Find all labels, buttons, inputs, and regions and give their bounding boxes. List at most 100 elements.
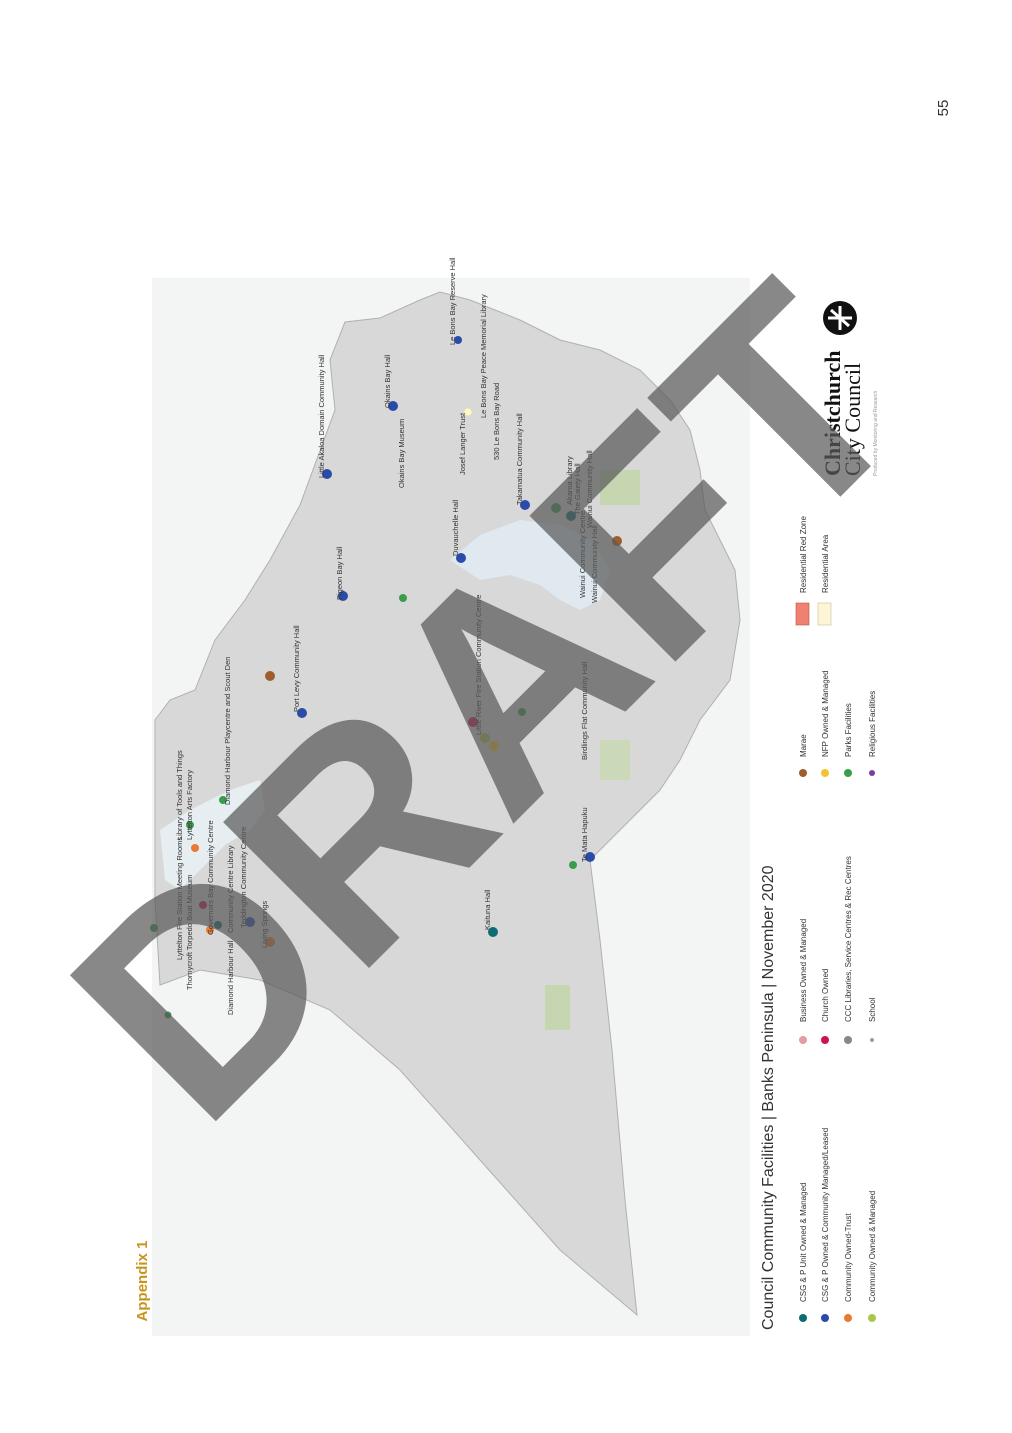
map-label: Little River Fire Station Community Cent… (474, 595, 483, 735)
map-label: Le Bons Bay Peace Memorial Library (479, 294, 488, 418)
map-label: Diamond Harbour Hall (226, 940, 235, 1015)
facility-point (551, 503, 561, 513)
map-label: Diamond Harbour Playcentre and Scout Den (223, 657, 232, 805)
map-label: Pigeon Bay Hall (335, 546, 344, 600)
facility-point (489, 741, 499, 751)
map-label: Duvauchelle Hall (451, 499, 460, 556)
map-labels: Lyttelton Fire Station Meeting Rooms Lib… (175, 257, 599, 1015)
legend-label: Church Owned (821, 969, 830, 1022)
map-label: The Gaiety Hall (573, 463, 582, 515)
facility-point (612, 536, 622, 546)
facility-points (150, 336, 622, 1019)
facility-point (219, 796, 227, 804)
facility-point (199, 901, 207, 909)
facility-point (566, 511, 576, 521)
legend-swatch (844, 769, 852, 777)
facility-point (297, 708, 307, 718)
facility-point (150, 924, 158, 932)
map-label: Josef Langer Trust (458, 412, 467, 475)
legend-label: Business Owned & Managed (799, 919, 808, 1022)
legend-label: CCC Libraries, Service Centres & Rec Cen… (844, 856, 853, 1022)
map-label: Wainui Community Hall (585, 450, 594, 528)
facility-point (520, 500, 530, 510)
map-label: Wainui Community Centre (578, 511, 587, 598)
facility-point (164, 1011, 172, 1019)
map-label: Teddington Community Centre (239, 827, 248, 928)
map-label: Community Centre Library (226, 845, 235, 933)
map-label: Kaituna Hall (483, 889, 492, 930)
legend-label: Parks Facilities (844, 703, 853, 757)
map-label: Birdlings Flat Community Hall (580, 661, 589, 760)
facility-point (388, 401, 398, 411)
legend: CSG & P Unit Owned & Managed CSG & P Own… (795, 516, 877, 1322)
facility-point (338, 591, 348, 601)
map-label: Living Springs (260, 901, 269, 948)
legend-label: Community Owned & Managed (868, 1191, 877, 1302)
facility-point (454, 336, 462, 344)
legend-swatch (821, 769, 829, 777)
map-label: Governors Bay Community Centre (206, 820, 215, 935)
park-area (600, 470, 640, 505)
legend-swatch (821, 1036, 829, 1044)
facility-point (265, 937, 275, 947)
legend-label: School (868, 997, 877, 1022)
map-label: Lyttelton Fire Station Meeting Rooms (175, 837, 184, 960)
legend-label: Residential Red Zone (799, 516, 808, 593)
facility-point (245, 917, 255, 927)
lyttelton-harbour (160, 780, 265, 890)
legend-label: CSG & P Unit Owned & Managed (799, 1183, 808, 1302)
legend-swatch (799, 1314, 807, 1322)
facility-point (456, 553, 466, 563)
map-label: Lyttelton Arts Factory (185, 770, 194, 840)
legend-label: Marae (799, 734, 808, 757)
facility-point (463, 407, 473, 417)
legend-swatch (795, 602, 810, 626)
legend-label: CSG & P Owned & Community Managed/Leased (821, 1128, 830, 1302)
map-label: Port Levy Community Hall (292, 625, 301, 712)
akaroa-harbour (450, 520, 610, 610)
map-label: Te Mata Hapuku (580, 807, 589, 862)
map-label: Le Bons Bay Reserve Hall (448, 257, 457, 345)
facility-point (488, 927, 498, 937)
map-label: Takamatua Community Hall (515, 413, 524, 505)
map-label: Thornycroft Torpedo Boat Museum (185, 875, 194, 990)
facility-point (569, 861, 577, 869)
legend-label: Residential Area (821, 534, 830, 593)
facility-point (186, 821, 194, 829)
logo-emblem-icon (828, 306, 852, 330)
map-label: Wainui Community Hall (590, 525, 599, 603)
logo-line-2: City Council (840, 363, 865, 476)
map-label: Akaroa Library (565, 456, 574, 505)
legend-label: NFP Owned & Managed (821, 670, 830, 757)
map-label: Okains Bay Hall (383, 354, 392, 408)
legend-label: Religious Facilities (868, 691, 877, 757)
facility-point (399, 594, 407, 602)
facility-point (468, 717, 478, 727)
map-label: Little Akaloa Domain Community Hall (317, 354, 326, 478)
map-label: Library of Tools and Things (175, 750, 184, 840)
legend-swatch (799, 769, 807, 777)
legend-swatch (870, 1038, 874, 1042)
facility-point (206, 926, 214, 934)
park-area (600, 740, 630, 780)
facility-point (585, 852, 595, 862)
legend-swatch (799, 1036, 807, 1044)
legend-panel (750, 278, 890, 1336)
legend-swatch (868, 1314, 876, 1322)
park-area (545, 985, 570, 1030)
logo-tagline: Produced by Monitoring and Research (873, 390, 879, 476)
legend-swatch (817, 602, 832, 626)
logo-line-1: Christchurch (820, 351, 845, 477)
legend-swatch (844, 1036, 852, 1044)
legend-swatch (869, 770, 875, 776)
facility-point (265, 671, 275, 681)
map-label: Okains Bay Museum (397, 419, 406, 488)
legend-label: Community Owned-Trust (844, 1213, 853, 1302)
facility-point (214, 921, 222, 929)
facility-point (518, 708, 526, 716)
map-label: 530 Le Bons Bay Road (492, 383, 501, 460)
legend-swatch (844, 1314, 852, 1322)
council-logo: Christchurch City Council Produced by Mo… (820, 301, 879, 476)
map-title: Council Community Facilities | Banks Pen… (760, 865, 777, 1330)
